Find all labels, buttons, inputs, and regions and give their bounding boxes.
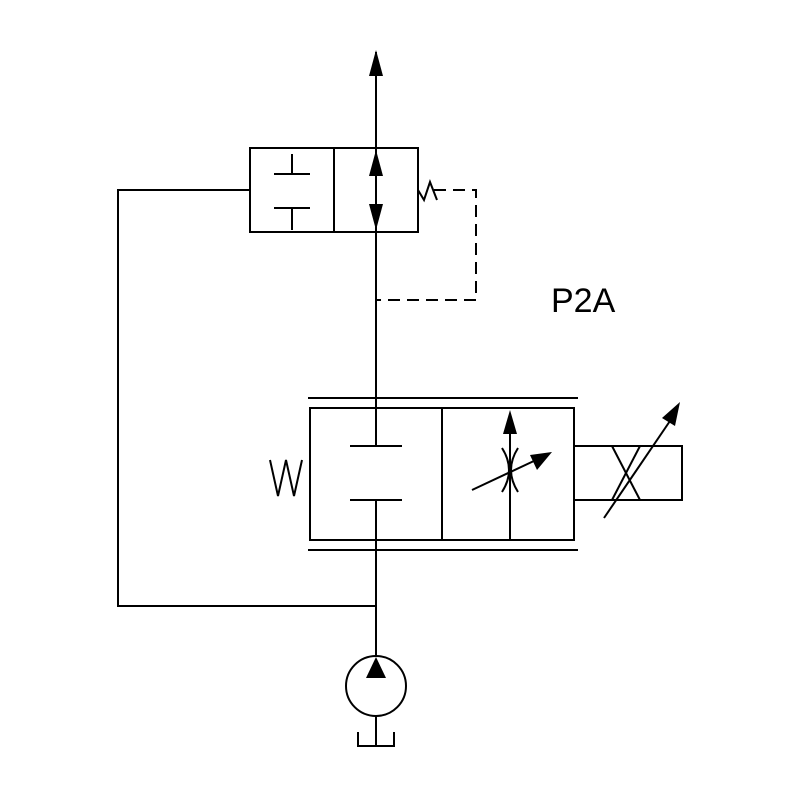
spring-icon (417, 179, 438, 203)
proportional-valve (269, 397, 578, 551)
variable-throttle-icon (471, 410, 552, 540)
tank-icon (357, 732, 395, 747)
closed-port-symbol (350, 408, 402, 540)
bidirectional-flow-icon (369, 148, 383, 232)
outlet-arrow-icon (369, 50, 383, 76)
two-position-valve (249, 147, 438, 233)
pump-icon (345, 655, 407, 745)
diagram-label: P2A (551, 282, 616, 320)
pilot-line (376, 189, 477, 301)
blocked-port-symbol (274, 154, 310, 230)
proportional-solenoid (573, 402, 683, 519)
spring-icon (269, 459, 303, 497)
bypass-line (117, 189, 376, 607)
